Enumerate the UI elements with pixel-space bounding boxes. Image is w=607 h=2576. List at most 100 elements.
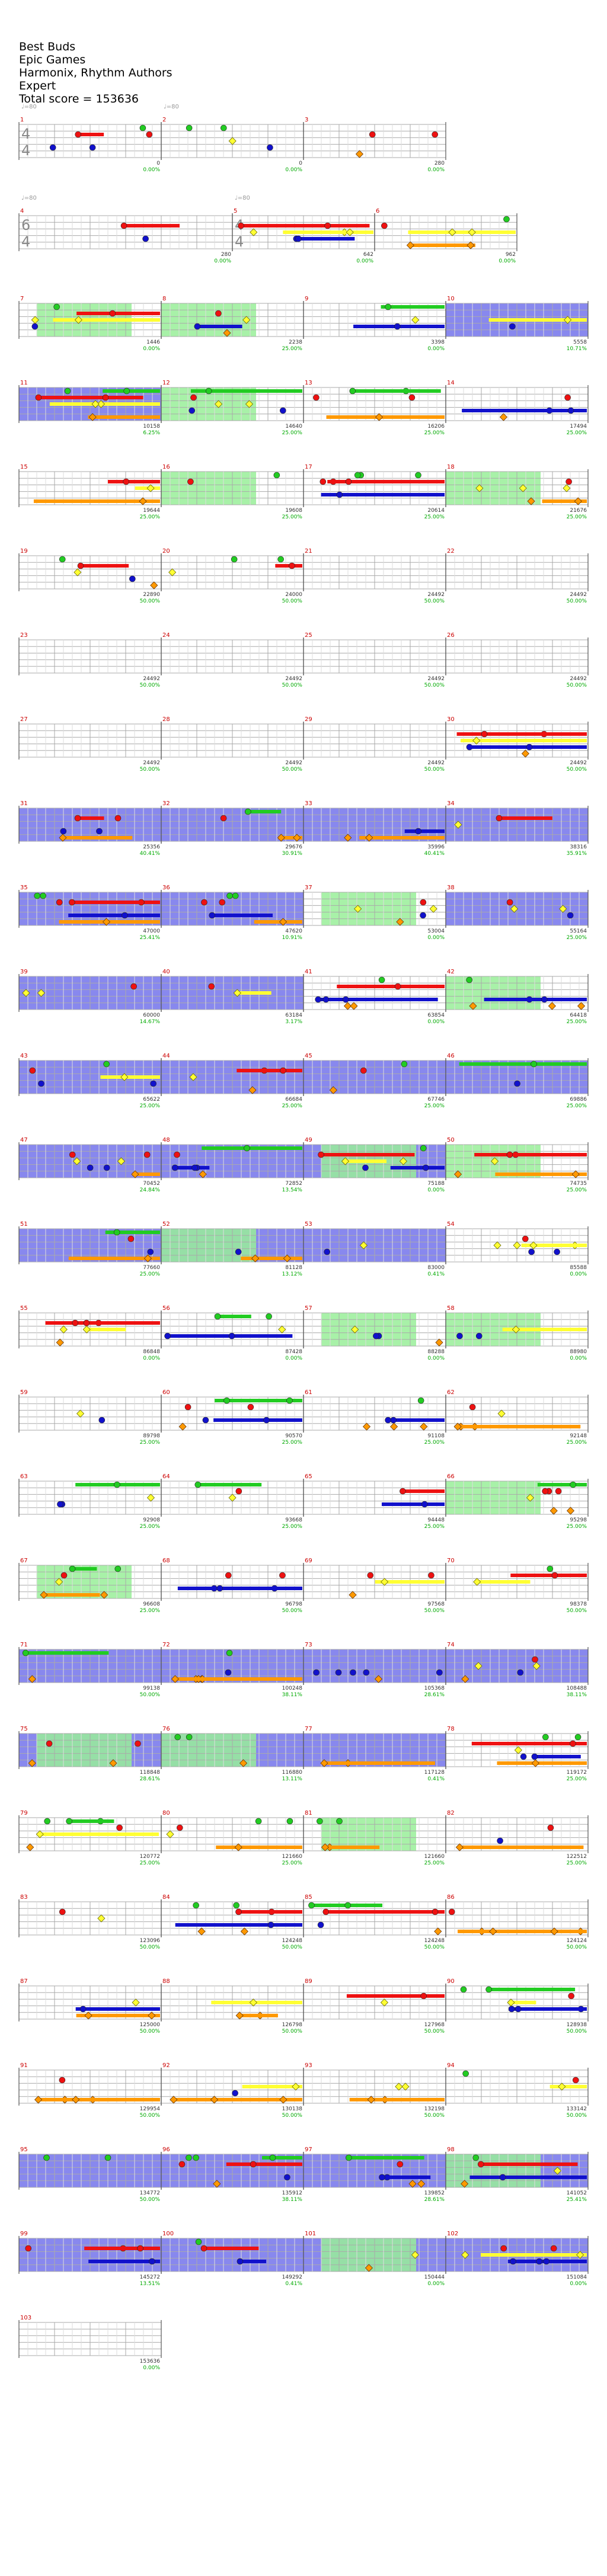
measure-percent: 0.41% — [285, 2281, 302, 2287]
measure-percent: 50.00% — [140, 2029, 161, 2034]
note-red — [135, 1740, 141, 1747]
measure-percent: 25.00% — [282, 1440, 303, 1446]
measure-number: 51 — [20, 1221, 28, 1228]
sustain-bar — [248, 810, 282, 813]
note-red — [77, 562, 84, 569]
note-green — [40, 892, 47, 899]
measure-number: 66 — [447, 1473, 455, 1480]
measure-percent: 0.00% — [427, 2281, 445, 2287]
note-red — [324, 222, 331, 229]
measure-score: 118848 — [140, 1770, 161, 1776]
measure-score: 77660 — [143, 1265, 160, 1271]
note-orange — [467, 241, 475, 249]
measure-number: 85 — [305, 1894, 312, 1901]
note-green — [64, 387, 71, 395]
note-blue — [541, 996, 548, 1003]
measure-score: 153636 — [140, 2359, 161, 2364]
note-yellow — [292, 2082, 300, 2091]
note-orange — [279, 918, 287, 926]
measure-score: 38316 — [570, 844, 587, 850]
measure-score: 55164 — [570, 928, 587, 934]
note-orange — [143, 1254, 152, 1263]
note-blue — [342, 996, 349, 1003]
measure-score: 88288 — [427, 1349, 445, 1355]
note-green — [193, 1902, 199, 1909]
note-orange — [131, 1170, 139, 1178]
measure-score: 134772 — [140, 2190, 160, 2196]
time-signature-top: 4 — [21, 126, 30, 142]
sustain-bar — [190, 389, 302, 393]
measure-number: 63 — [20, 1473, 28, 1480]
note-orange — [72, 2096, 80, 2104]
measure-score: 24492 — [570, 676, 587, 682]
note-orange — [251, 1254, 260, 1263]
note-blue — [421, 1501, 428, 1508]
measure-score: 280 — [221, 252, 231, 258]
note-red — [570, 1740, 576, 1747]
note-blue — [315, 996, 322, 1003]
note-yellow — [461, 2251, 469, 2259]
note-blue — [191, 1164, 198, 1171]
measure-number: 61 — [305, 1389, 312, 1396]
sustain-bar — [78, 816, 104, 820]
note-red — [555, 1488, 562, 1495]
note-yellow — [215, 400, 223, 408]
note-yellow — [454, 821, 462, 829]
sustain-bar — [532, 409, 587, 412]
note-orange — [499, 413, 508, 421]
measure-score: 74735 — [570, 1181, 587, 1187]
note-green — [277, 556, 284, 563]
sustain-bar — [542, 499, 587, 503]
sustain-bar — [239, 2014, 278, 2017]
measure-score: 94448 — [427, 1517, 445, 1523]
measure-number: 4 — [20, 208, 24, 214]
note-orange — [139, 497, 147, 505]
sustain-bar — [197, 1483, 262, 1486]
measure-percent: 13.11% — [282, 1776, 303, 1782]
note-blue — [164, 1332, 171, 1340]
measure-percent: 0.00% — [427, 346, 445, 352]
note-orange — [234, 1843, 242, 1851]
note-yellow — [513, 1241, 521, 1249]
note-red — [238, 222, 244, 229]
note-green — [286, 1818, 293, 1825]
measure-percent: 50.00% — [140, 683, 161, 688]
note-yellow — [576, 2251, 584, 2259]
note-blue — [390, 1417, 397, 1424]
note-yellow — [564, 316, 572, 324]
note-blue — [129, 575, 136, 582]
measure-number: 78 — [447, 1726, 455, 1732]
sustain-bar — [87, 1328, 126, 1331]
note-green — [66, 1818, 72, 1825]
measure-score: 63854 — [427, 1013, 445, 1018]
measure-number: 32 — [162, 800, 170, 807]
note-green — [195, 2238, 202, 2245]
measure-score: 86848 — [143, 1349, 160, 1355]
sustain-bar — [471, 1742, 587, 1745]
note-blue — [232, 2090, 238, 2097]
measure-score: 47000 — [143, 928, 160, 934]
note-yellow — [493, 1241, 501, 1249]
note-red — [184, 1404, 191, 1411]
note-green — [114, 1481, 120, 1488]
note-yellow — [146, 1494, 155, 1502]
sustain-bar — [239, 2260, 267, 2263]
note-red — [318, 1151, 324, 1158]
sustain-bar — [521, 1244, 587, 1247]
note-yellow — [341, 1157, 350, 1165]
note-orange — [355, 150, 364, 158]
sustain-bar — [490, 1930, 587, 1933]
total-score-value: 153636 — [95, 92, 139, 105]
note-orange — [88, 413, 97, 421]
measure-score: 67746 — [427, 1097, 445, 1103]
measure-percent: 0.00% — [356, 258, 373, 264]
measure-score: 95298 — [570, 1517, 587, 1523]
note-orange — [28, 1675, 36, 1683]
difficulty: Expert — [19, 79, 56, 92]
note-red — [481, 730, 488, 738]
note-yellow — [250, 228, 258, 236]
note-blue — [415, 828, 421, 835]
measure-percent: 25.00% — [282, 1524, 303, 1530]
measure-score: 69886 — [570, 1097, 587, 1103]
note-green — [354, 472, 361, 479]
